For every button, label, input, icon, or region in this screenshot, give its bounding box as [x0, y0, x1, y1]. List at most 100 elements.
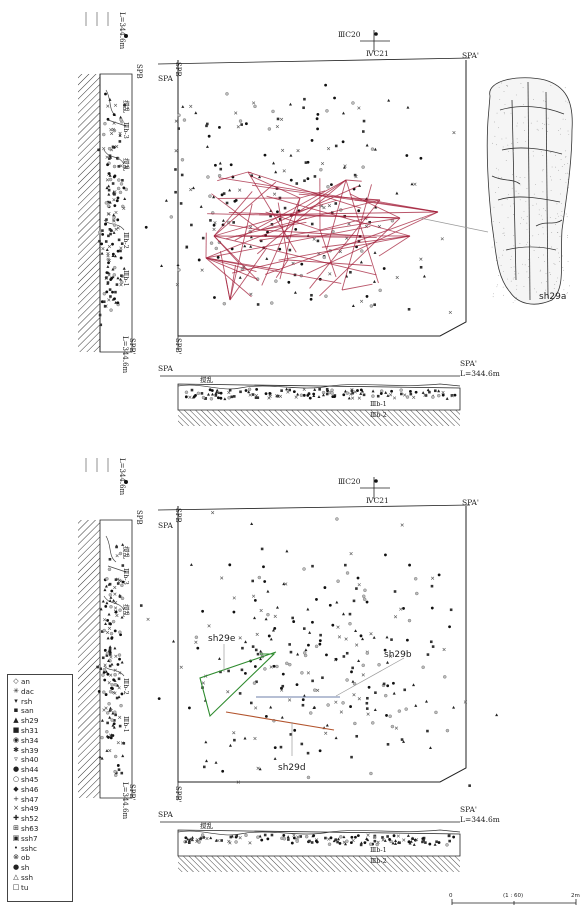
grid-cross-top [360, 30, 390, 52]
elevation-label-bottom: L=344.6m [118, 458, 126, 496]
refit-line [319, 216, 371, 231]
refit-line [259, 221, 307, 231]
refit-line [259, 229, 363, 237]
legend-symbol: ▿ [14, 755, 18, 764]
legend-label: sh46 [21, 784, 39, 794]
refit-line [259, 211, 439, 216]
elevation-label-top: L=344.6m [118, 12, 126, 50]
legend-entry: ▲sh29 [11, 716, 72, 726]
spb-prime-label-2: SPB' [174, 786, 182, 803]
artifact-scatter-top [111, 83, 456, 315]
legend-label: sh39 [21, 745, 39, 755]
symbol-legend: ◇an✳dac▾rsh▪san▲sh29■sh31◉sh34✱sh39▿sh40… [7, 674, 73, 902]
legend-symbol: ○ [12, 774, 20, 783]
legend-entry: ■sh31 [11, 726, 72, 736]
section-spb-prime-label-2: SPB' [128, 784, 136, 801]
vertical-section-bottom [78, 519, 133, 799]
scale-bar: 0 (1 : 60) 2m [449, 893, 580, 905]
refit-line [205, 257, 280, 271]
disturbed-label-b: 撹乱 [122, 158, 131, 172]
legend-label: sh34 [21, 735, 39, 745]
refit-line [229, 224, 261, 231]
hsection-spa-label-2: SPA [158, 810, 173, 819]
refit-line [299, 190, 326, 199]
legend-entry: ▣ssh7 [11, 834, 72, 844]
hsection-spa-label: SPA [158, 364, 173, 373]
refit-line [213, 181, 277, 237]
legend-label: tu [21, 882, 29, 892]
refit-line [345, 179, 362, 182]
legend-entry: •sshc [11, 844, 72, 854]
legend-label: rsh [21, 696, 33, 706]
legend-entry: ✳dac [11, 687, 72, 697]
refit-line [278, 235, 411, 261]
legend-label: sh52 [21, 814, 39, 824]
legend-symbol: □ [12, 882, 20, 891]
spa-prime-label-2: SPA' [462, 498, 479, 507]
legend-label: dac [21, 686, 34, 696]
refit-line [266, 195, 411, 237]
refit-line-sh29d [225, 711, 335, 731]
hsection-elev-label: L=344.6m [460, 369, 500, 378]
legend-entry: ⊗ob [11, 853, 72, 863]
refit-line [279, 197, 301, 280]
legend-symbol: × [13, 804, 19, 813]
hsection-layer-label-d: Ⅲb-2 [370, 857, 387, 865]
refit-line [376, 200, 439, 213]
legend-entry: ◆sh46 [11, 785, 72, 795]
hsection-elev-label-2: L=344.6m [460, 815, 500, 824]
legend-label: sh29 [21, 716, 39, 726]
refit-label-sh29e: sh29e [208, 634, 236, 644]
refit-line [211, 193, 261, 231]
refit-line [247, 171, 362, 209]
layer-label-f: Ⅲb-1 [122, 716, 130, 733]
legend-label: ob [21, 853, 30, 863]
top-panel: L=344.6m ⅢC20 ⅣC21 SPA SPA' SPB SPB' [78, 12, 573, 426]
refit-line [231, 259, 289, 274]
vertical-section-top [78, 73, 133, 353]
refit-line [345, 179, 379, 284]
refit-line-sh29e [199, 651, 277, 718]
refit-line [229, 247, 268, 301]
layer-label-a: Ⅲb-3 [122, 122, 130, 139]
grid-label-bottom-2: ⅣC21 [366, 496, 389, 505]
grid-label-bottom: ⅣC21 [366, 49, 389, 58]
hsection-layer-label-a: Ⅲb-1 [370, 400, 387, 408]
refit-line [326, 179, 347, 249]
legend-entry: □tu [11, 883, 72, 893]
refit-line [291, 179, 347, 217]
legend-label: sh44 [21, 765, 39, 775]
legend-label: sh63 [21, 823, 39, 833]
disturbed-label-d: 撹乱 [122, 604, 131, 618]
refit-line [229, 203, 253, 301]
hsection-disturbed-label-2: 撹乱 [200, 821, 214, 830]
legend-label: san [21, 706, 34, 716]
legend-symbol: ✚ [13, 814, 19, 823]
legend-entry: ✱sh39 [11, 746, 72, 756]
spb-prime-label: SPB' [174, 338, 182, 355]
refit-line [213, 235, 259, 282]
hsection-disturbed-label: 撹乱 [200, 375, 214, 384]
legend-entry: ⊞sh63 [11, 824, 72, 834]
refit-line [261, 197, 301, 286]
refit-line [205, 257, 257, 280]
refit-line [205, 257, 342, 284]
legend-entry: ×sh49 [11, 804, 72, 814]
hsection-layer-label-c: Ⅲb-1 [370, 846, 387, 854]
refit-line [229, 265, 236, 301]
grid-label-top: ⅢC20 [338, 30, 361, 39]
legend-entry: ▿sh40 [11, 755, 72, 765]
layer-label-d: Ⅲb-3 [122, 568, 130, 585]
legend-symbol: ◉ [12, 735, 20, 744]
artifact-sh29a-drawing [486, 77, 573, 305]
refit-line [349, 193, 401, 219]
legend-label: sh45 [21, 774, 39, 784]
legend-symbol: • [13, 843, 19, 852]
refit-label-sh29b: sh29b [384, 650, 412, 660]
legend-symbol: ▲ [13, 716, 19, 725]
refit-line [321, 235, 411, 248]
horizontal-section-bottom [160, 821, 461, 872]
scale-max: 2m [571, 893, 580, 899]
scale-zero: 0 [449, 893, 453, 899]
